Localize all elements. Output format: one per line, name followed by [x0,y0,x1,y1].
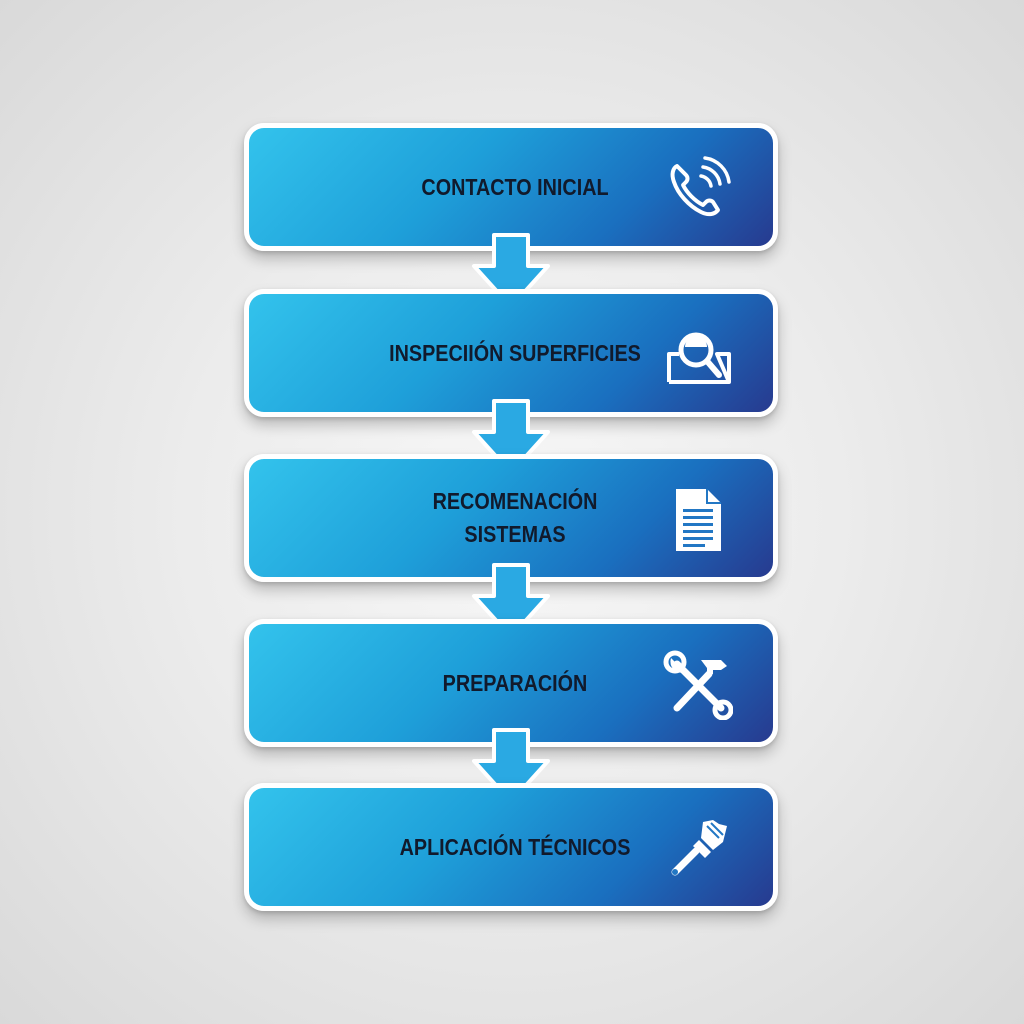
flow-arrow [470,562,552,640]
wrench-hammer-icon [663,650,733,720]
paintbrush-icon [663,814,733,884]
flow-arrow [470,398,552,476]
step-inspeccion-superficies: INSPECIIÓN SUPERFICIES [244,289,778,417]
step-aplicacion-tecnicos: APLICACIÓN TÉCNICOS [244,783,778,911]
step-label: INSPECIIÓN SUPERFICIES [389,339,641,366]
flow-arrow [470,232,552,310]
phone-icon [663,154,733,224]
step-preparacion: PREPARACIÓN [244,619,778,747]
step-contacto-inicial: CONTACTO INICIAL [244,123,778,251]
step-label: PREPARACIÓN [442,669,588,696]
flow-arrow [470,727,552,805]
magnifier-icon [663,320,733,390]
step-label: APLICACIÓN TÉCNICOS [399,833,631,860]
step-label: RECOMENACIÓN SISTEMAS [432,488,598,547]
document-icon [663,485,733,555]
step-label: CONTACTO INICIAL [421,173,609,200]
